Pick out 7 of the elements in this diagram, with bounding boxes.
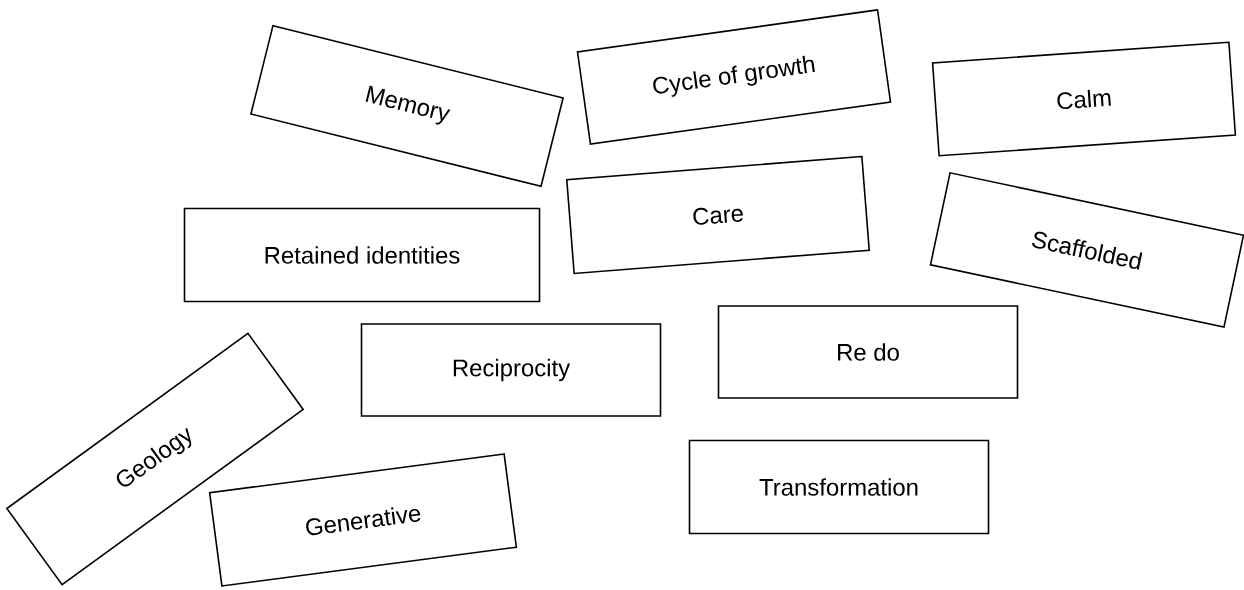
word-box: Care [565, 155, 871, 275]
word-box: Transformation [688, 439, 990, 535]
word-box: Re do [717, 305, 1019, 399]
word-box: Retained identities [183, 207, 541, 303]
word-box: Reciprocity [360, 323, 662, 417]
word-box: Calm [931, 41, 1237, 157]
word-box: Generative [208, 453, 518, 587]
